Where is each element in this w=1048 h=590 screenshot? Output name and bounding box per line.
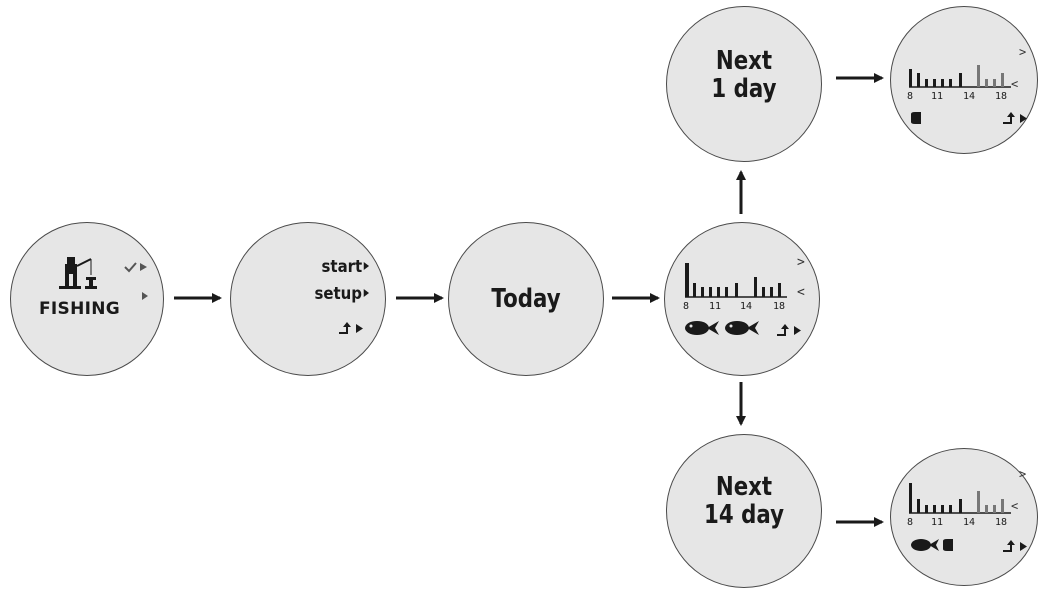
today-screen[interactable]: Today	[448, 222, 604, 376]
next-14-day-graph-screen[interactable]: 8 11 14 18 > <	[890, 448, 1038, 586]
tick-label: 8	[683, 301, 690, 312]
activity-graph	[909, 483, 1011, 514]
next-1-day-graph-screen[interactable]: 8 11 14 18 > <	[890, 6, 1038, 154]
fish-rating	[911, 539, 953, 551]
scroll-up-icon[interactable]: >	[1019, 45, 1027, 59]
tick-label: 8	[907, 91, 914, 102]
bar	[762, 287, 765, 297]
bar	[977, 65, 980, 87]
bar	[685, 263, 689, 297]
bar	[985, 79, 988, 87]
bar	[949, 505, 952, 513]
fishing-menu-screen[interactable]: start setup	[230, 222, 386, 376]
back-arrow-icon[interactable]	[775, 323, 803, 337]
bar	[735, 283, 738, 297]
bar	[717, 287, 720, 297]
bar	[977, 491, 980, 513]
fish-rating	[685, 321, 759, 335]
fish-icon	[911, 112, 921, 124]
bar	[917, 73, 920, 87]
scroll-down-icon[interactable]: <	[1011, 77, 1019, 91]
bar	[941, 79, 944, 87]
today-graph-screen[interactable]: 8 11 14 18 > <	[664, 222, 820, 376]
bar	[933, 79, 936, 87]
bar	[909, 69, 912, 87]
bar	[959, 73, 962, 87]
menu-item-setup[interactable]: setup	[314, 284, 369, 304]
bar	[709, 287, 712, 297]
back-arrow-icon[interactable]	[1001, 539, 1029, 553]
tick-label: 18	[773, 301, 786, 312]
bar	[754, 277, 757, 297]
tick-label: 14	[740, 301, 753, 312]
tick-label: 18	[995, 517, 1008, 528]
fish-icon	[943, 539, 953, 551]
bar	[1001, 499, 1004, 513]
fishing-mode-screen[interactable]: FISHING	[10, 222, 164, 376]
next-1-day-line1: Next	[715, 46, 773, 76]
menu-item-start[interactable]: start	[321, 257, 369, 277]
next-14-day-screen[interactable]: Next 14 day	[666, 434, 822, 588]
tick-label: 11	[709, 301, 722, 312]
bar	[941, 505, 944, 513]
menu-item-start-label: start	[321, 257, 362, 277]
bar	[925, 505, 928, 513]
bar	[725, 287, 728, 297]
tick-label: 8	[907, 517, 914, 528]
bar	[993, 505, 996, 513]
bar	[949, 79, 952, 87]
bar	[693, 283, 696, 297]
checkmark-icon[interactable]	[123, 261, 149, 273]
fishing-label: FISHING	[39, 299, 121, 319]
scroll-up-icon[interactable]: >	[1019, 467, 1027, 481]
back-arrow-icon[interactable]	[1001, 111, 1029, 125]
bar	[778, 283, 781, 297]
next-14-day-line2: 14 day	[703, 500, 784, 530]
next-1-day-line2: 1 day	[711, 74, 777, 104]
scroll-up-icon[interactable]: >	[797, 255, 805, 270]
bar	[993, 79, 996, 87]
today-label: Today	[491, 284, 561, 314]
bar	[985, 505, 988, 513]
fish-icon	[911, 539, 939, 551]
bar	[701, 287, 704, 297]
bar	[959, 499, 962, 513]
menu-arrow-icon[interactable]	[141, 291, 149, 301]
bar	[909, 483, 912, 513]
tick-label: 14	[963, 517, 976, 528]
activity-graph	[685, 263, 787, 298]
bar	[1001, 73, 1004, 87]
bar	[933, 505, 936, 513]
bar	[925, 79, 928, 87]
next-14-day-line1: Next	[715, 472, 773, 502]
fish-icon	[685, 321, 719, 335]
fisherman-icon	[59, 257, 97, 289]
bar	[917, 499, 920, 513]
fish-icon	[725, 321, 759, 335]
menu-item-setup-label: setup	[314, 284, 362, 304]
next-1-day-screen[interactable]: Next 1 day	[666, 6, 822, 162]
tick-label: 11	[931, 91, 944, 102]
bar	[770, 287, 773, 297]
tick-label: 18	[995, 91, 1008, 102]
back-arrow-icon[interactable]	[337, 321, 367, 335]
tick-label: 14	[963, 91, 976, 102]
activity-graph	[909, 65, 1011, 88]
tick-label: 11	[931, 517, 944, 528]
scroll-down-icon[interactable]: <	[1011, 499, 1019, 513]
scroll-down-icon[interactable]: <	[797, 285, 805, 300]
menu-list: start setup	[259, 255, 369, 345]
